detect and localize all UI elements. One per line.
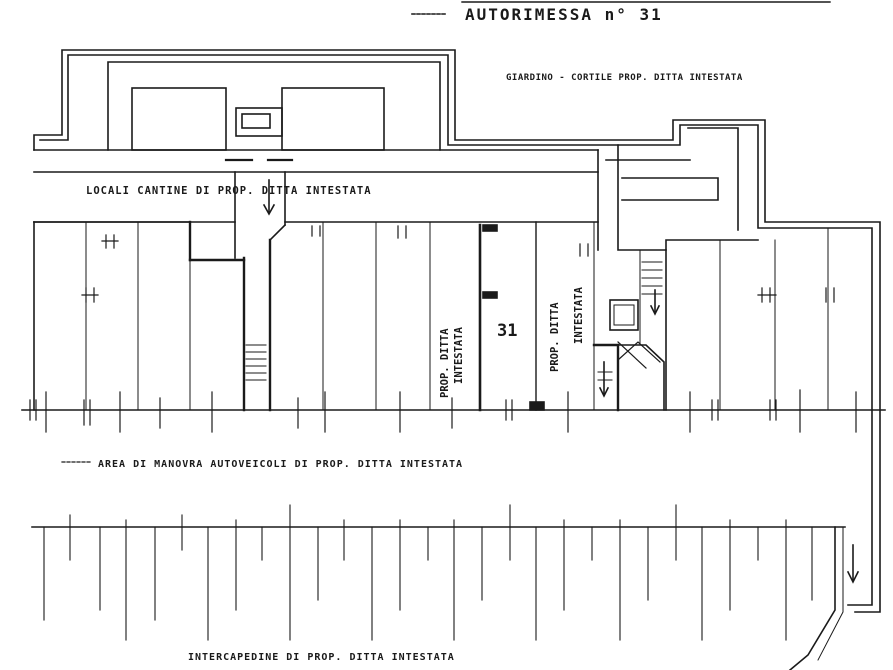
- left-prop-label-line1: PROP. DITTA: [439, 328, 451, 398]
- stair-box-inner: [241, 113, 271, 129]
- corridor-stairs: [245, 344, 267, 381]
- front-ticks: [29, 389, 857, 433]
- cavity-label: INTERCAPEDINE DI PROP. DITTA INTESTATA: [188, 652, 455, 663]
- stair-box: [235, 107, 283, 137]
- right-prop-label-line1: PROP. DITTA: [549, 302, 561, 372]
- upper-room-left: [131, 87, 227, 151]
- plan-title: AUTORIMESSA n° 31: [465, 5, 663, 24]
- outer-wall: [33, 49, 881, 613]
- stairwell: [592, 249, 667, 412]
- garden-label: GIARDINO - CORTILE PROP. DITTA INTESTATA: [506, 73, 743, 83]
- dimension-ticks: [81, 225, 835, 303]
- unit-number: 31: [497, 321, 517, 341]
- cavity-ticks: [43, 504, 813, 641]
- left-prop-label-line2: INTESTATA: [453, 326, 465, 384]
- down-arrow-icon: [262, 179, 276, 216]
- maneuver-label: AREA DI MANOVRA AUTOVEICOLI DI PROP. DIT…: [98, 459, 463, 470]
- upper-room-frame: [107, 61, 441, 151]
- right-prop-label-line2: INTESTATA: [573, 286, 585, 344]
- upper-room-right: [281, 87, 385, 151]
- cellars-label: LOCALI CANTINE DI PROP. DITTA INTESTATA: [86, 185, 372, 197]
- cavity-down-arrow-icon: [846, 544, 860, 584]
- outer-wall-inner: [39, 54, 873, 606]
